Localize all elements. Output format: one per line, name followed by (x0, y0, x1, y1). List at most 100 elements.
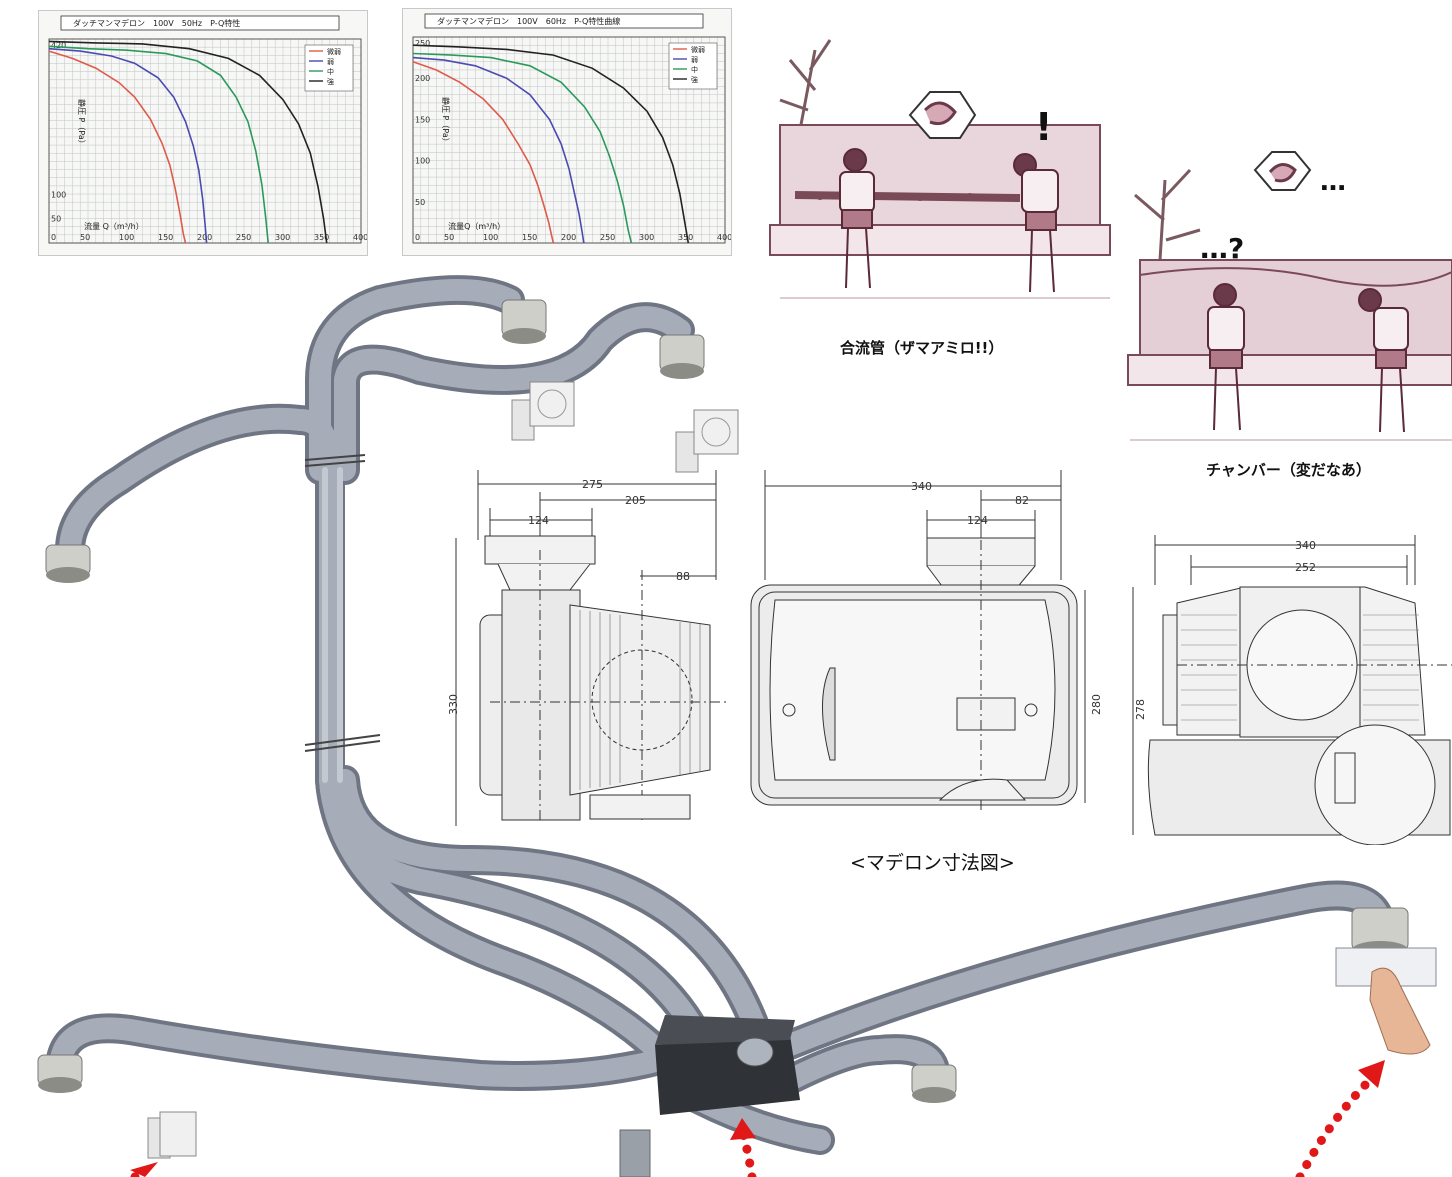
arrow-heads (130, 1060, 1385, 1177)
legend-box (304, 44, 354, 92)
y-tick-label: 420 (51, 41, 66, 50)
x-tick-label: 400 (717, 233, 731, 242)
arrow-head-icon (730, 1118, 756, 1140)
cartoon-merge-pipe: ! (769, 39, 1111, 299)
arrow-head-icon (130, 1162, 158, 1177)
dim-124-side: 124 (528, 514, 549, 527)
dim-side-view: 275 205 124 88 330 (447, 470, 730, 826)
red-arrows (130, 1075, 1375, 1177)
series-line-3 (412, 52, 633, 244)
pq-chart-50hz: ダッチマンマデロン 100V 50Hz P-Q特性流量 Q（m³/h） 静圧 P（… (38, 10, 368, 256)
dim-330: 330 (447, 694, 460, 715)
dim-340-top: 340 (911, 480, 932, 493)
x-tick-label: 0 (415, 233, 420, 242)
dim-275: 275 (582, 478, 603, 491)
x-tick-label: 150 (158, 233, 173, 242)
legend-entry: 弱 (691, 56, 698, 64)
x-tick-label: 200 (197, 233, 212, 242)
series-line-2 (412, 56, 585, 244)
x-tick-label: 350 (314, 233, 329, 242)
x-tick-label: 350 (678, 233, 693, 242)
y-tick-label: 100 (51, 190, 66, 199)
y-tick-label: 50 (51, 215, 61, 224)
grille-icon (675, 409, 739, 473)
legend-entry: 強 (327, 78, 334, 86)
dim-340-front: 340 (1295, 539, 1316, 552)
series-line-1 (412, 60, 555, 244)
series-line-2 (48, 47, 208, 244)
arrow-head-icon (1358, 1060, 1385, 1088)
dim-front-view: 340 252 278 (1132, 535, 1452, 845)
legend-entry: 中 (691, 65, 698, 74)
dim-280: 280 (1090, 694, 1103, 715)
bench (769, 224, 1111, 256)
dim-124-top: 124 (967, 514, 988, 527)
legend-entry: 微弱 (691, 45, 705, 54)
person-right-icon-2 (1358, 288, 1409, 433)
grille-icon (147, 1111, 197, 1159)
series-line-4 (412, 44, 690, 244)
x-tick-label: 250 (236, 233, 251, 242)
series-line-1 (48, 50, 187, 244)
y-tick-label: 250 (415, 39, 430, 48)
dim-278: 278 (1134, 699, 1147, 720)
tree-icon-2 (1134, 168, 1201, 261)
outlet-icon (1351, 907, 1409, 959)
y-tick-label: 50 (415, 198, 425, 207)
x-axis-label: 流量 Q（m³/h） (84, 221, 144, 231)
dim-82: 82 (1015, 494, 1029, 507)
x-tick-label: 0 (51, 233, 56, 242)
caption-chamber: チャンバー（変だなあ） (1206, 461, 1371, 479)
legend-entry: 強 (691, 76, 698, 84)
y-axis-label: 静圧 P（Pa） (77, 99, 87, 148)
plot-frame (412, 36, 726, 244)
chart-title: ダッチマンマデロン 100V 60Hz P-Q特性曲線 (437, 16, 620, 26)
pq-chart-60hz: ダッチマンマデロン 100V 60Hz P-Q特性曲線流量Q（m³/h）静圧 P… (402, 8, 732, 256)
legend-entry: 微弱 (327, 47, 341, 56)
outlet-icon (911, 1064, 957, 1103)
x-tick-label: 150 (522, 233, 537, 242)
x-tick-label: 300 (639, 233, 654, 242)
y-axis-label: 静圧 P（Pa） (441, 97, 451, 146)
legend-box (668, 42, 718, 90)
x-tick-label: 50 (444, 233, 454, 242)
x-tick-label: 250 (600, 233, 615, 242)
merge-pipe-drawing (794, 191, 1021, 202)
outlet-icon (45, 544, 91, 583)
plot-frame (48, 38, 362, 244)
dim-88: 88 (676, 570, 690, 583)
x-tick-label: 400 (353, 233, 367, 242)
tree-icon (779, 39, 832, 131)
dim-205: 205 (625, 494, 646, 507)
caption-merge-pipe: 合流管（ザマアミロ!!） (840, 339, 1004, 357)
title-box (424, 13, 704, 29)
person-left-icon (839, 148, 875, 289)
x-tick-label: 100 (483, 233, 498, 242)
x-tick-label: 300 (275, 233, 290, 242)
y-tick-label: 200 (415, 74, 430, 83)
x-tick-label: 50 (80, 233, 90, 242)
person-left-icon-2 (1207, 283, 1245, 431)
dimension-drawing-title: <マデロン寸法図> (850, 852, 1015, 874)
grille-icon (511, 381, 575, 441)
dots-mark: … (1320, 167, 1346, 197)
outlet-icon (501, 299, 547, 344)
legend-entry: 弱 (327, 58, 334, 66)
x-tick-label: 200 (561, 233, 576, 242)
legend-entry: 中 (327, 67, 334, 76)
title-box (60, 15, 340, 31)
chart-title: ダッチマンマデロン 100V 50Hz P-Q特性 (73, 18, 240, 28)
duct-straps (304, 454, 381, 752)
cartoon-chamber: … …? (1127, 151, 1452, 441)
y-tick-label: 150 (415, 115, 430, 124)
dim-252: 252 (1295, 561, 1316, 574)
question-mark: …? (1200, 232, 1244, 265)
y-tick-label: 100 (415, 157, 430, 166)
madelon-fan-box (619, 1015, 800, 1177)
x-tick-label: 100 (119, 233, 134, 242)
series-line-3 (48, 45, 269, 244)
dim-top-view: 340 82 124 280 (750, 470, 1103, 810)
person-right-icon (1013, 153, 1059, 293)
